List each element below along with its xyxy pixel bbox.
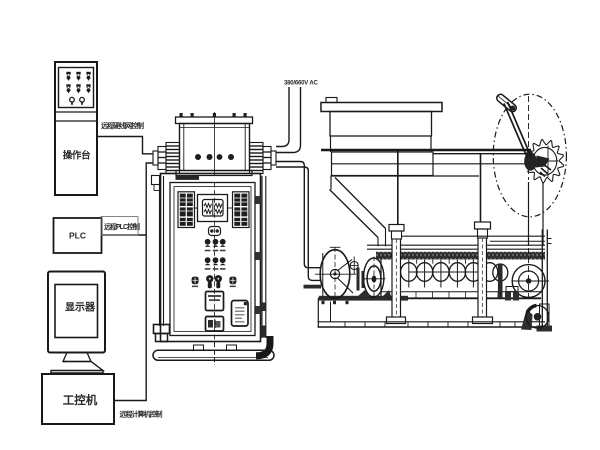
svg-text:操作台: 操作台 [63,150,91,162]
svg-text:显示器: 显示器 [65,302,96,314]
svg-text:远程PLC控制: 远程PLC控制 [104,222,140,231]
svg-text:工控机: 工控机 [63,393,98,407]
svg-text:380/660V AC: 380/660V AC [284,81,318,87]
svg-text:PLC: PLC [69,231,86,241]
svg-text:远程计算机控制: 远程计算机控制 [120,410,163,419]
svg-text:远程硬线网控制: 远程硬线网控制 [101,121,144,130]
